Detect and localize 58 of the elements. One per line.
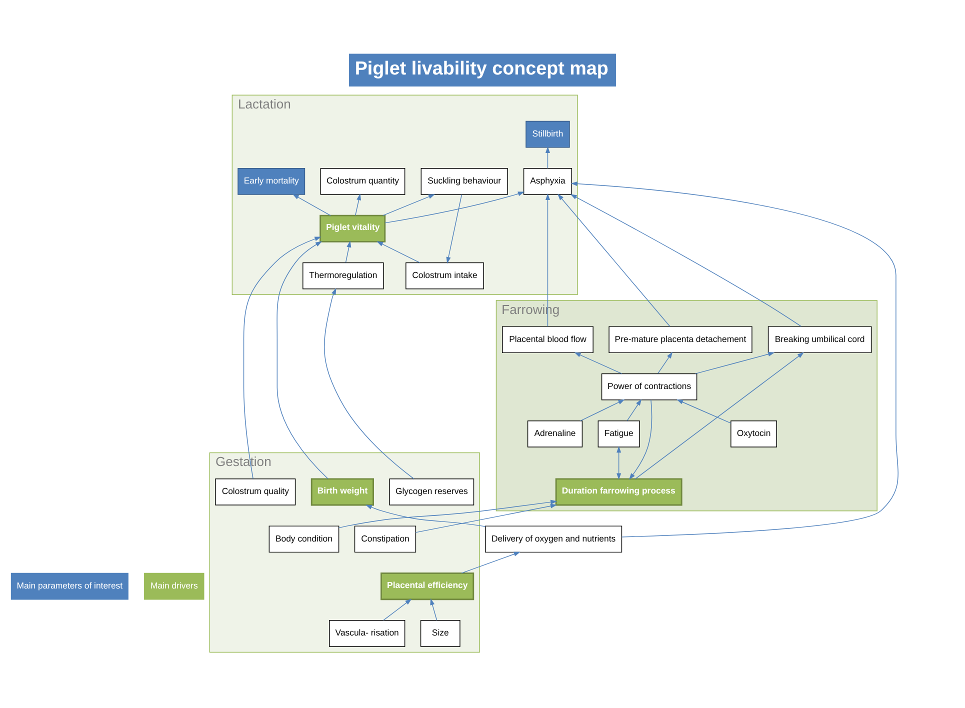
arrow [276,240,328,479]
arrow [545,193,550,326]
node-box: Placental blood flow [502,326,594,353]
node-box: Vascula- risation [329,620,406,646]
node-box: Adrenaline [527,420,583,447]
arrow [430,598,438,620]
diagram-title: Piglet livability concept map [354,56,608,78]
arrow [345,240,352,262]
node-box: Power of contractions [601,372,698,400]
node-box: Asphyxia [523,168,572,194]
arrow [570,194,802,326]
node-box: Suckling behaviour [420,168,508,194]
arrow [365,504,486,526]
arrow [383,598,412,620]
arrow [415,503,558,532]
arrow [558,193,670,326]
legend-label: Main parameters of interest [16,580,123,590]
arrow [695,351,775,374]
arrow [676,398,732,424]
arrow [580,398,625,421]
arrow [545,146,550,168]
arrow [446,194,462,264]
arrow [634,352,804,479]
arrow [292,194,331,216]
arrow [324,288,414,479]
node-box: Placental efficiency [380,572,474,600]
arrow [570,180,898,537]
node-box: Body condition [268,525,340,552]
node-box: Fatigue [598,420,640,447]
node-box: Size [420,620,460,646]
arrow [338,499,558,528]
arrow [382,194,436,216]
arrow [376,240,420,263]
arrow [626,398,642,421]
node-box: Duration farrowing process [555,478,682,506]
node-box: Colostrum intake [406,262,484,289]
node-box: Colostrum quality [215,478,296,505]
node-box: Oxytocin [730,420,777,447]
node-box: Birth weight [310,478,374,506]
node-box: Colostrum quantity [320,168,406,194]
arrow [574,352,622,374]
node-box: Pre-mature placenta detachement [608,326,752,353]
node-box: Delivery of oxygen and nutrients [484,525,622,552]
arrow [384,191,525,223]
node-box: Stillbirth [526,120,570,148]
node-box: Piglet vitality [320,214,386,242]
node-box: Glycogen reserves [389,478,474,505]
node-box: Constipation [354,525,416,552]
node-box: Early mortality [238,168,306,194]
arrow [461,551,520,574]
arrow [657,351,673,374]
arrow [243,236,322,479]
legend-label: Main drivers [150,580,198,590]
arrow [355,193,362,216]
arrow [616,446,622,480]
node-box: Thermoregulation [302,262,384,289]
arrow [629,399,652,480]
node-box: Breaking umbilical cord [768,326,872,353]
